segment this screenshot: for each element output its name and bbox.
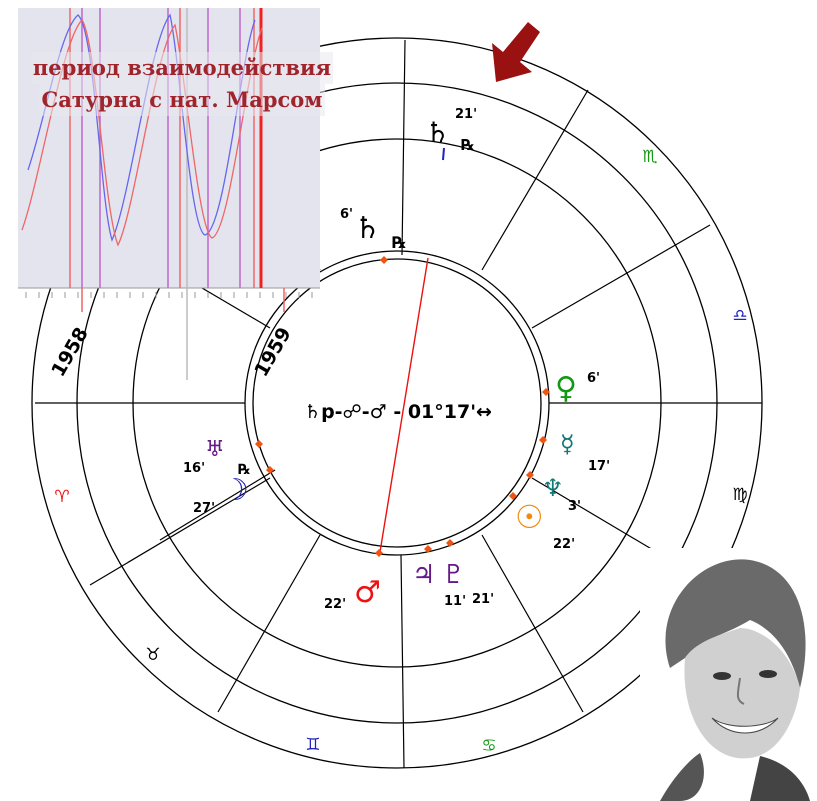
planet-markers [255,256,550,557]
marker-moon [266,466,274,474]
house-cusp-line [481,89,589,271]
mercury-glyph: ☿ [560,430,575,458]
house-cusp-line [481,534,584,713]
graph-axis-ticks [25,292,313,298]
saturn-degree: 6' [340,207,353,222]
venus-glyph: ♀ [555,371,577,406]
taurus-glyph: ♉ [145,645,160,665]
transit-saturn: 21' ♄ ℞ [425,107,477,154]
virgo-glyph: ♍ [732,485,747,505]
mars-glyph: ♂ [354,575,381,610]
mars-degree: 22' [324,597,346,612]
aspect-label: ♄р-☍-♂ - 01°17'↔ [304,401,492,423]
year-label-1958: 1958 [47,324,92,381]
scorpio-glyph: ♏ [642,147,657,167]
saturn-glyph: ♄ [354,211,381,246]
marker-uranus [255,440,263,448]
marker-neptune [526,471,534,479]
cancer-glyph: ♋ [481,736,496,756]
marker-pluto [446,539,454,547]
graph-curve-red [21,18,263,247]
sun-glyph: ☉ [515,498,544,536]
marker-jupiter [424,545,432,553]
aspect-line-saturn-mars [379,257,429,553]
neptune-glyph: ♆ [542,474,564,502]
marker-venus [542,388,550,396]
uranus-degree: 16' [183,461,205,476]
ascendant-line [159,469,276,541]
natal-planets: 6' ♄ ℞ ♀ 6' ☿ 17' ♆ 3' ☉ 22' ♃ 11' ♇ 21'… [183,207,610,612]
house-cusp-line [217,534,321,713]
saturn-retro: ℞ [392,233,406,252]
transit-saturn-glyph: ♄ [425,116,450,149]
house-cusp-line [401,39,406,256]
moon-glyph: ☽ [222,473,249,508]
marker-saturn [380,256,388,264]
jupiter-glyph: ♃ [412,560,435,590]
uranus-retro: ℞ [238,462,251,478]
pluto-degree: 21' [472,592,494,607]
graph-background [18,8,320,288]
caption-line-2: Сатурна с нат. Марсом [39,84,325,116]
jupiter-degree: 11' [444,594,466,609]
transit-saturn-retro: ℞ [461,136,474,154]
pointer-arrow [492,22,540,82]
year-label-1959: 1959 [250,324,295,381]
pluto-glyph: ♇ [442,560,465,590]
venus-degree: 6' [587,371,600,386]
marker-mars [375,549,383,557]
aries-glyph: ♈ [54,487,69,507]
caption-line-1: период взаимодействия [30,52,334,84]
transit-saturn-degree: 21' [455,107,477,122]
inner-ring-inner-circle [252,258,542,548]
marker-mercury [539,436,547,444]
house-cusp-line [531,224,711,329]
neptune-degree: 3' [568,499,581,514]
house-cusp-line [89,477,271,586]
period-caption: период взаимодействия Сатурна с нат. Мар… [4,52,360,116]
marker-sun [509,492,517,500]
portrait-photo [640,548,817,801]
house-cusp-line [400,554,405,769]
libra-glyph: ♎ [732,306,747,326]
mercury-degree: 17' [588,459,610,474]
sun-degree: 22' [553,537,575,552]
uranus-glyph: ♅ [205,437,225,462]
moon-degree: 27' [193,501,215,516]
arrow-shape [492,22,540,82]
gemini-glyph: ♊ [305,735,320,755]
transit-saturn-tick [442,147,445,161]
